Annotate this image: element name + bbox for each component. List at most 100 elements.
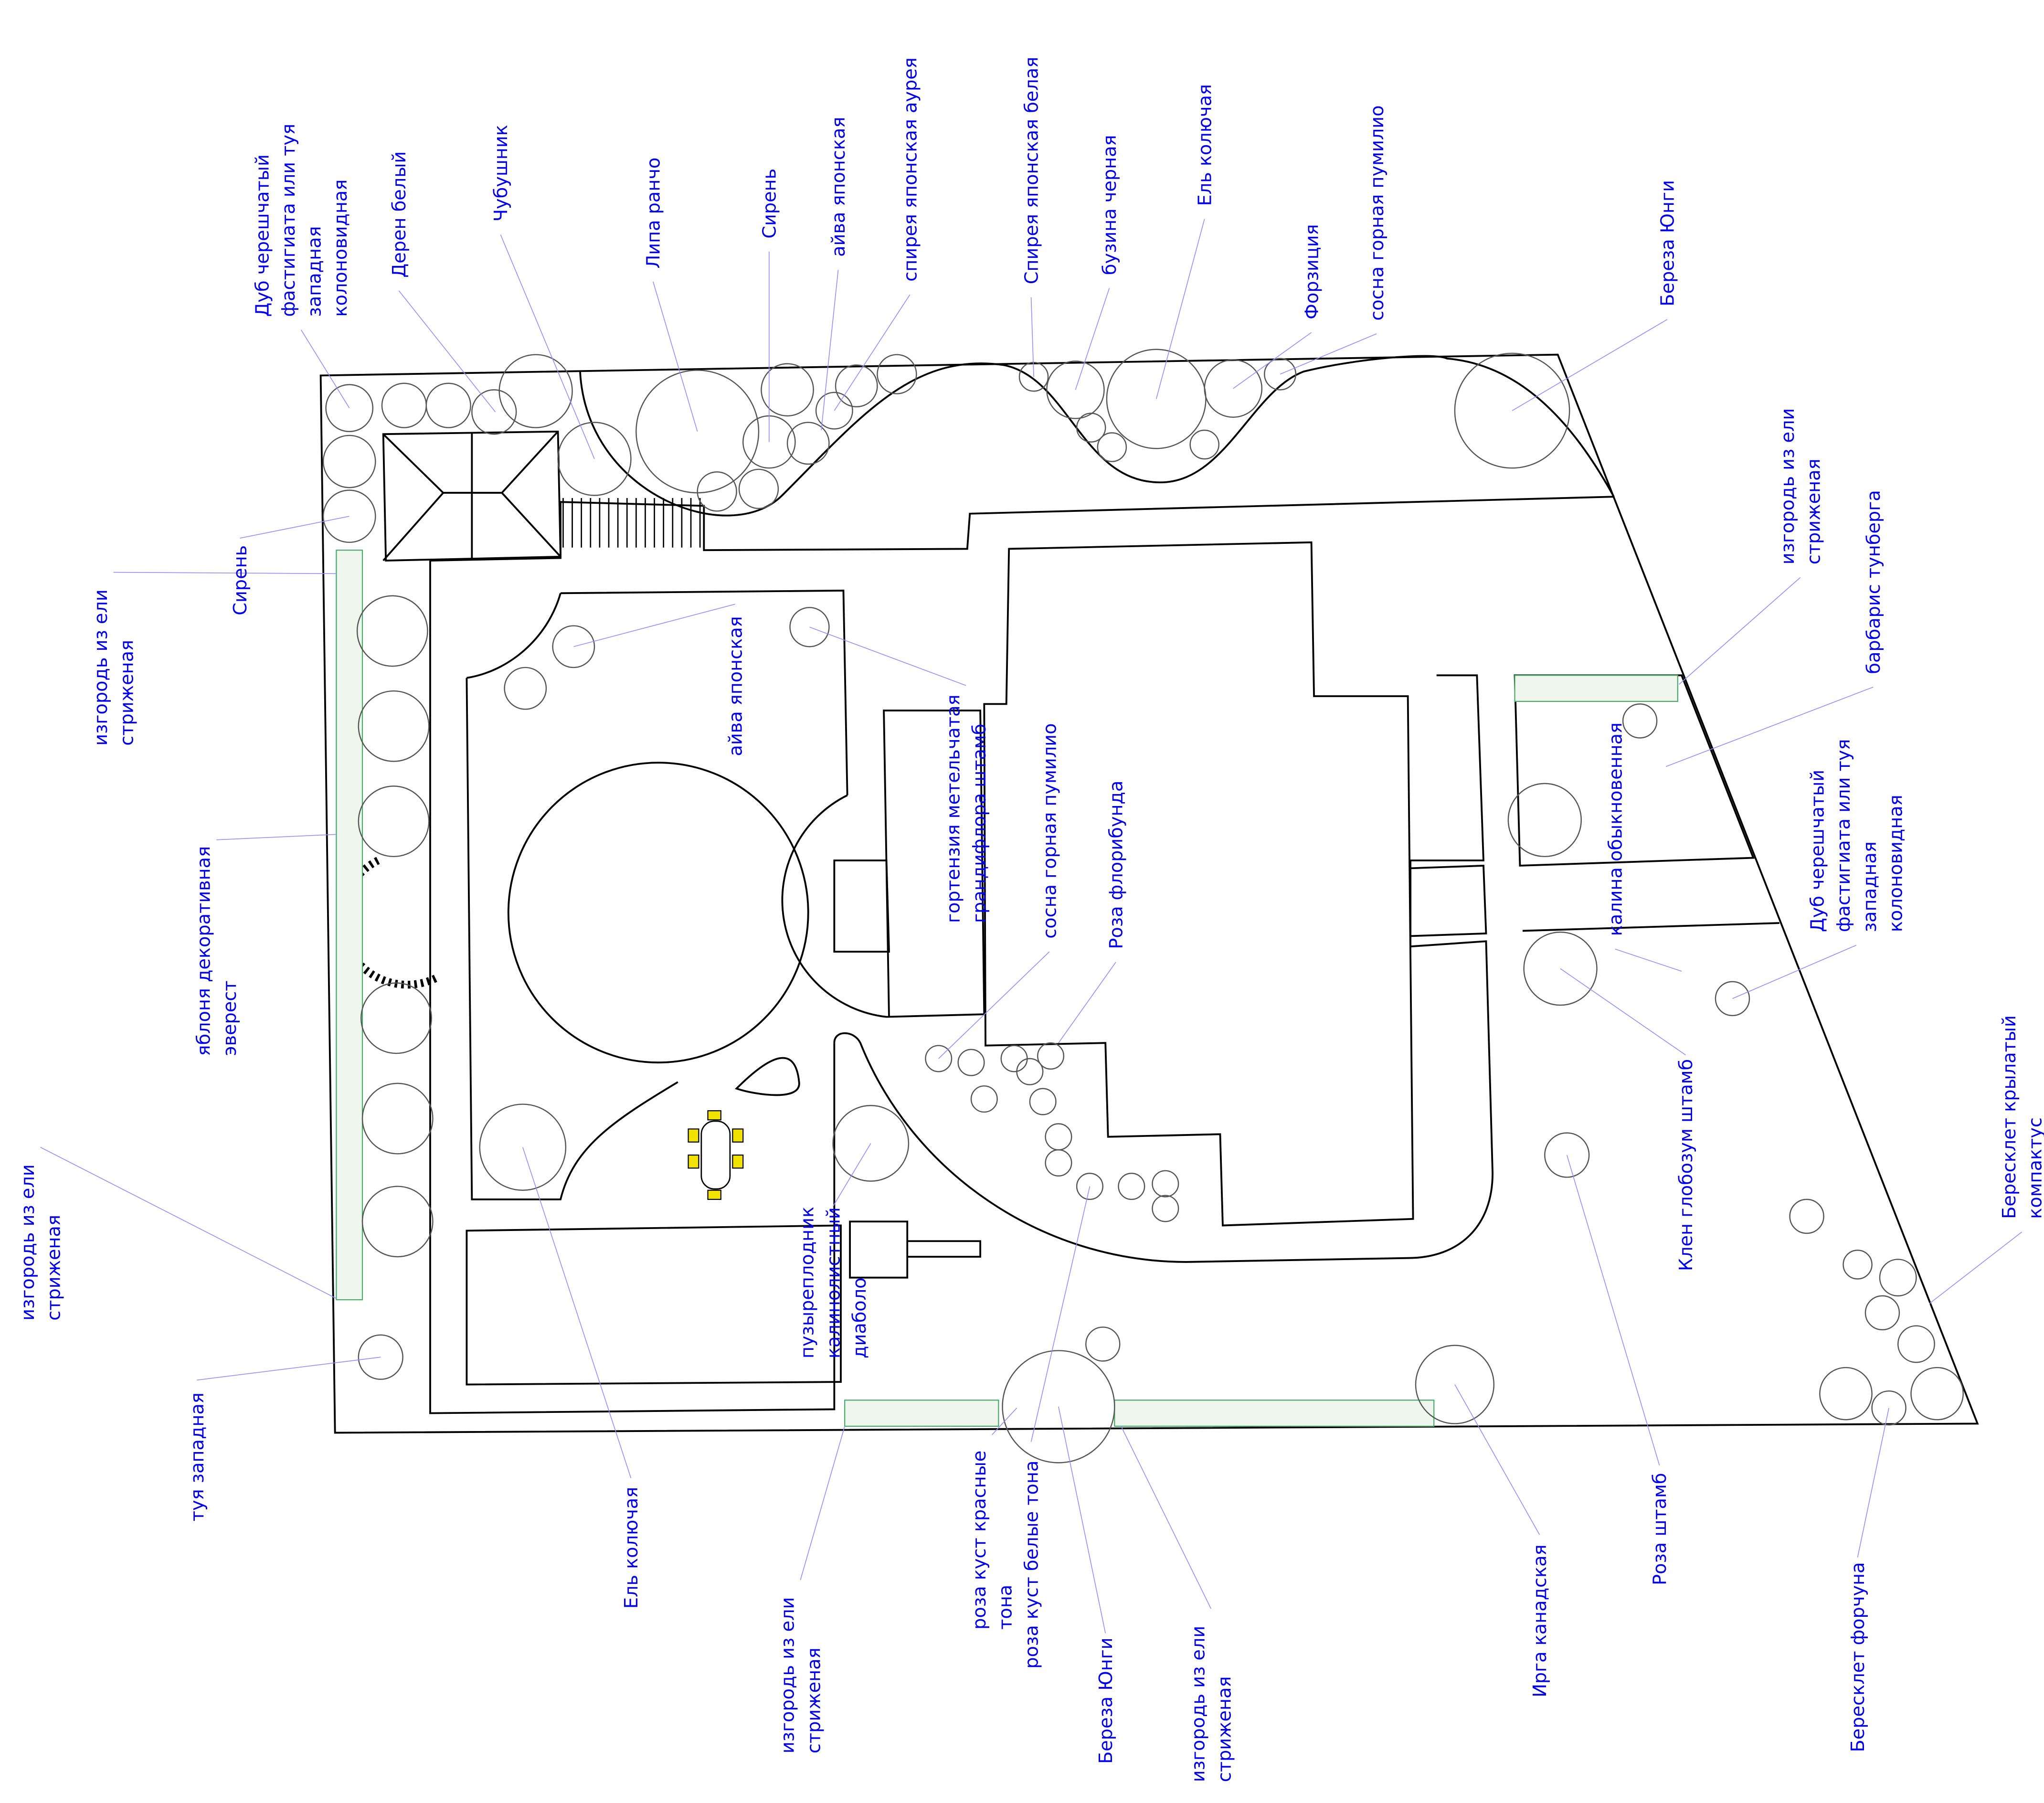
leader-line [834, 294, 911, 411]
round-lawn-bed [466, 589, 848, 1200]
plant-circle [1045, 1149, 1072, 1177]
plant-circle [1018, 361, 1049, 392]
label-line: яблоня декоративная [194, 846, 215, 1056]
label-aiva-mid: айва японская [726, 616, 747, 756]
leader-line [821, 270, 839, 431]
label-el-bottom: Ель колючая [621, 1487, 642, 1609]
plant-circle [738, 468, 779, 509]
plant-circle [358, 1334, 403, 1380]
label-thuja: туя западная [187, 1392, 208, 1521]
leader-line [938, 951, 1050, 1059]
label-line: Дерен белый [389, 151, 410, 278]
leader-line [653, 281, 698, 432]
leader-line [573, 604, 736, 647]
plant-circle [1910, 1367, 1964, 1421]
chairs [688, 1110, 744, 1200]
plant-circle [358, 785, 430, 858]
label-line: Ель колючая [621, 1487, 642, 1609]
left-path [429, 561, 836, 1414]
leader-line [1155, 219, 1205, 399]
leader-line [1121, 1426, 1212, 1609]
label-line: Бересклет форчуна [1848, 1562, 1869, 1752]
plant-circle [325, 384, 374, 432]
plant-circle [835, 364, 878, 408]
label-line: Сирень [759, 169, 780, 239]
plants [322, 349, 1964, 1464]
plant-circle [1544, 1132, 1590, 1178]
leader-line [1233, 332, 1312, 389]
label-line: стриженая [44, 1215, 65, 1321]
leader-line [1678, 577, 1800, 685]
leader-line [1280, 333, 1377, 375]
plant-circle [815, 392, 853, 430]
label-line: изгородь из ели [1188, 1626, 1209, 1782]
plant-circle [957, 1049, 985, 1076]
dining-table [700, 1120, 731, 1190]
gazebo [382, 430, 561, 562]
label-line: айва японская [726, 616, 747, 756]
plant-circle [1085, 1326, 1121, 1362]
leader-line [398, 290, 496, 413]
small-bed [735, 1057, 800, 1096]
leader-line [300, 329, 350, 409]
label-line: изгородь из ели [91, 589, 112, 745]
label-line: спирея японская аурея [900, 57, 921, 282]
leader-line [1512, 319, 1668, 411]
label-line: западная [1860, 841, 1881, 932]
label-birch-top: Береза Юнги [1658, 180, 1679, 307]
plant-circle [1076, 413, 1106, 443]
label-line: айва японская [828, 117, 849, 257]
plant-circle [361, 1186, 434, 1258]
plant-circle [1000, 1045, 1028, 1072]
label-birch-bottom: Береза Юнги [1096, 1637, 1117, 1764]
label-barberry: барбарис тунберга [1864, 490, 1885, 674]
label-rose-white: роза куст белые тона [1021, 1461, 1042, 1669]
label-forsythia: Форзиция [1302, 224, 1323, 319]
playground [849, 1220, 982, 1279]
label-siren-top: Сирень [759, 169, 780, 239]
leader-line [1929, 1231, 2023, 1304]
label-line: Чубушник [491, 125, 512, 222]
leader-line [1566, 1155, 1660, 1466]
leader-line [992, 1408, 1017, 1435]
plant-circle [1046, 361, 1105, 419]
leader-line [1075, 288, 1110, 390]
leader-line [113, 572, 337, 574]
label-pine-mid: сосна горная пумилио [1039, 723, 1060, 939]
label-line: калина обыкновенная [1605, 722, 1626, 936]
top-path [430, 496, 1614, 562]
plant-circle [1871, 1390, 1906, 1426]
plant-circle [1152, 1195, 1179, 1222]
plant-circle [1843, 1250, 1873, 1280]
plant-circle [1045, 1123, 1072, 1151]
leader-line [40, 1146, 337, 1299]
label-rose-std: Роза штамб [1650, 1473, 1671, 1585]
plant-circle [761, 363, 814, 417]
label-line: сосна горная пумилио [1367, 106, 1388, 321]
plant-circle [1715, 981, 1750, 1017]
leader-line [1560, 968, 1686, 1056]
plant-circle [1864, 1295, 1900, 1331]
plant-circle [1152, 1170, 1179, 1198]
leader-line [1857, 1408, 1889, 1558]
label-rose-flori: Роза флорибунда [1106, 781, 1127, 949]
label-euonymus-fortune: Бересклет форчуна [1848, 1562, 1869, 1752]
label-line: калинолистный [823, 1207, 844, 1358]
plant-circle [697, 471, 737, 512]
label-line: Роза штамб [1650, 1473, 1671, 1585]
label-line: тона [996, 1585, 1017, 1630]
hedges [336, 550, 1678, 1427]
terrace-steps [833, 859, 890, 953]
label-line: колоновидная [330, 180, 351, 317]
plant-circle [789, 607, 830, 647]
label-el-top: Ель колючая [1195, 84, 1216, 206]
porch-steps [1409, 864, 1487, 937]
label-spirea-white: Спирея японская белая [1021, 57, 1042, 284]
label-line: Форзиция [1302, 224, 1323, 319]
label-line: диаболо [849, 1277, 870, 1358]
leader-line [1454, 1384, 1540, 1535]
